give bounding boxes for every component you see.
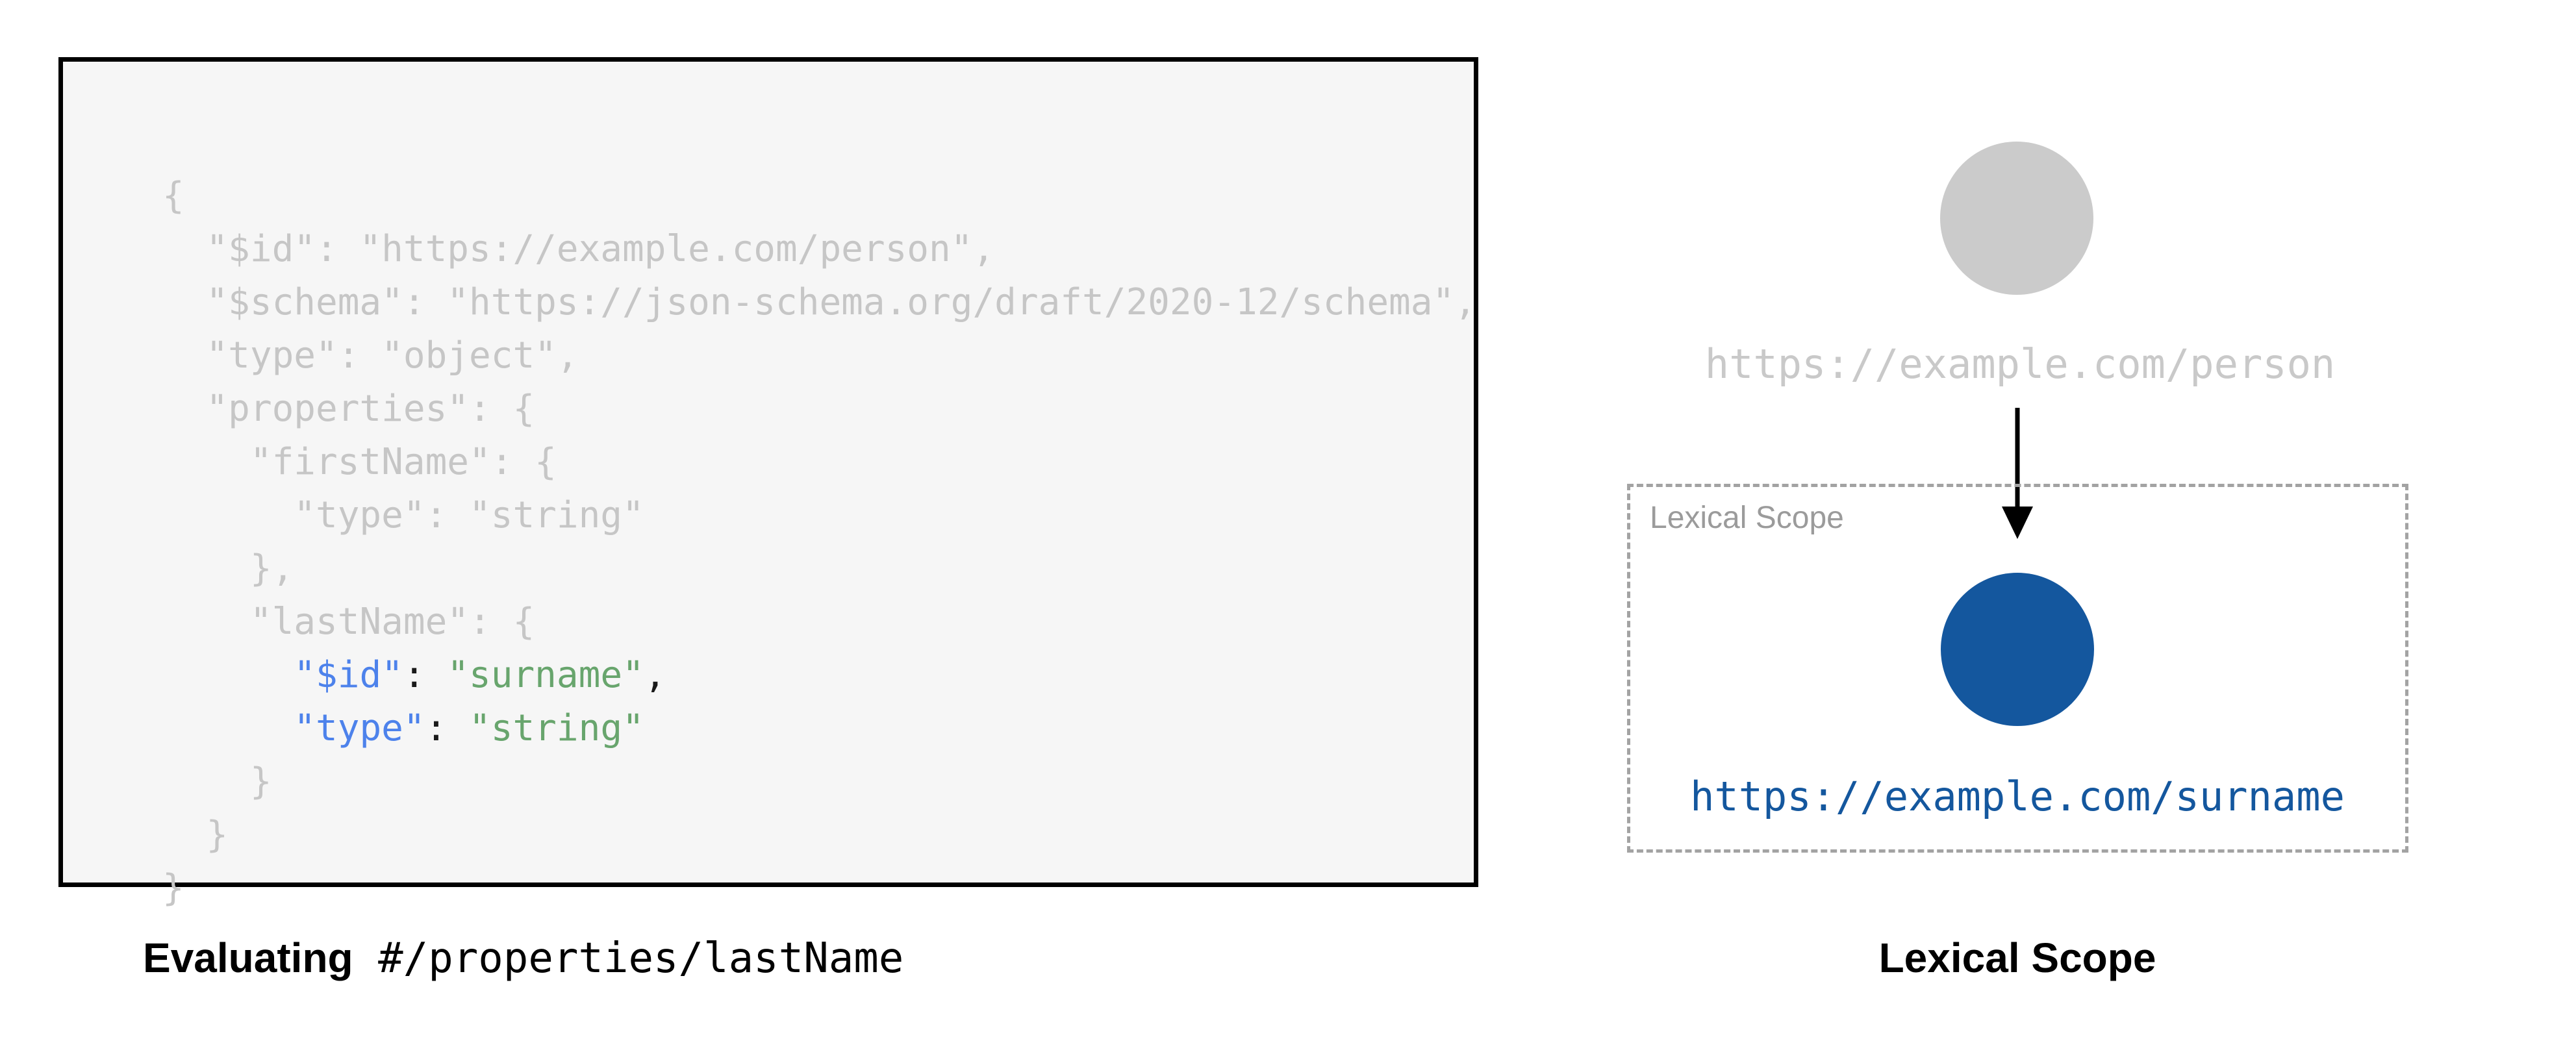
lexical-scope-boundary (1627, 484, 2408, 853)
code-token: "type" (294, 707, 425, 749)
code-token: "string" (469, 707, 644, 749)
code-token (162, 654, 294, 696)
code-line: "firstName": { (162, 436, 1476, 489)
evaluating-caption: Evaluating #/properties/lastName (143, 934, 903, 983)
code-token: } (162, 760, 272, 803)
lexical-scope-box-label: Lexical Scope (1650, 501, 1844, 535)
code-token: "$id" (294, 654, 403, 696)
code-line: "properties": { (162, 382, 1476, 436)
arrow-down-icon (1994, 408, 2041, 540)
code-line: } (162, 808, 1476, 862)
code-token: } (162, 814, 229, 856)
evaluating-caption-bold: Evaluating (143, 934, 353, 981)
code-token: "type": "string" (162, 494, 644, 536)
code-line: "type": "object", (162, 329, 1476, 382)
code-line: "type": "string" (162, 489, 1476, 542)
parent-schema-uri: https://example.com/person (1704, 340, 2336, 388)
parent-schema-node (1940, 142, 2093, 295)
code-token: "properties": { (162, 388, 535, 430)
code-token: } (162, 867, 184, 909)
embedded-schema-node (1941, 573, 2094, 726)
code-line: }, (162, 542, 1476, 595)
code-line: "lastName": { (162, 595, 1476, 649)
code-line: "type": "string" (162, 702, 1476, 755)
code-token: { (162, 175, 184, 217)
code-token: }, (162, 547, 294, 590)
code-line: "$id": "surname", (162, 649, 1476, 702)
code-token: "$id": "https://example.com/person", (162, 228, 995, 270)
code-token: "lastName": { (162, 601, 535, 643)
schema-code-box: { "$id": "https://example.com/person", "… (58, 57, 1478, 909)
code-token: : (403, 654, 448, 696)
code-line: { (162, 169, 1476, 223)
code-token: "$schema": "https://json-schema.org/draf… (162, 281, 1476, 323)
code-token: "surname" (447, 654, 644, 696)
code-token: , (644, 654, 666, 696)
code-lines: { "$id": "https://example.com/person", "… (162, 169, 1476, 915)
evaluating-caption-path: #/properties/lastName (353, 934, 904, 983)
code-line: "$id": "https://example.com/person", (162, 223, 1476, 276)
code-token (162, 707, 294, 749)
embedded-schema-uri: https://example.com/surname (1690, 773, 2345, 820)
lexical-scope-caption: Lexical Scope (1878, 934, 2156, 981)
code-token: : (425, 707, 470, 749)
code-token: "type": "object", (162, 334, 579, 377)
code-line: "$schema": "https://json-schema.org/draf… (162, 276, 1476, 329)
code-line: } (162, 755, 1476, 808)
code-line: } (162, 862, 1476, 915)
code-token: "firstName": { (162, 441, 557, 483)
